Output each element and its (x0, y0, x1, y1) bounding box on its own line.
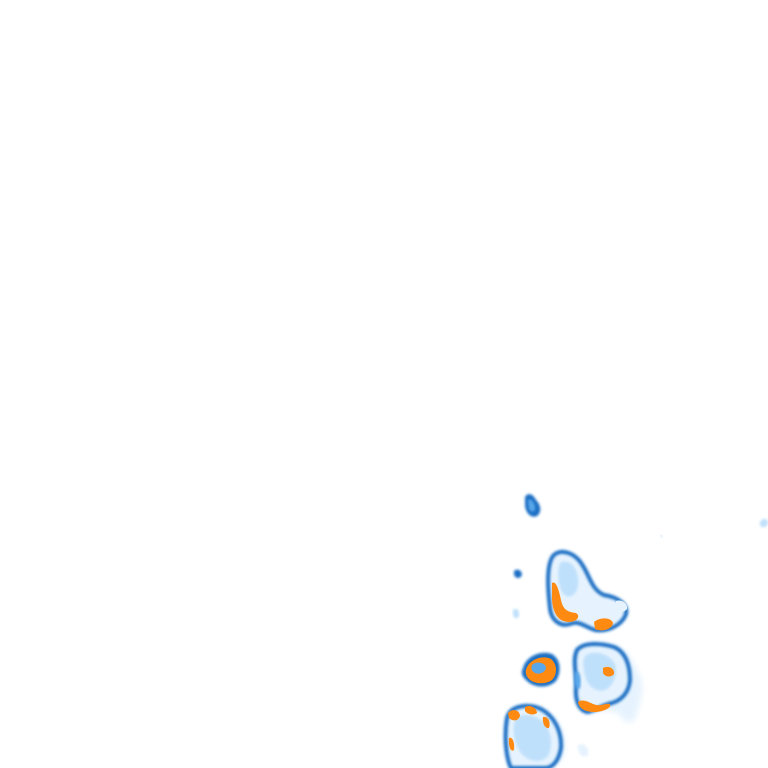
specks (513, 518, 768, 619)
blob-top-small (525, 494, 541, 517)
blob-bottom-left (503, 704, 589, 768)
blob-ring (521, 652, 560, 687)
blob-upper-cluster (546, 549, 629, 633)
blob-middle-right (572, 642, 643, 723)
